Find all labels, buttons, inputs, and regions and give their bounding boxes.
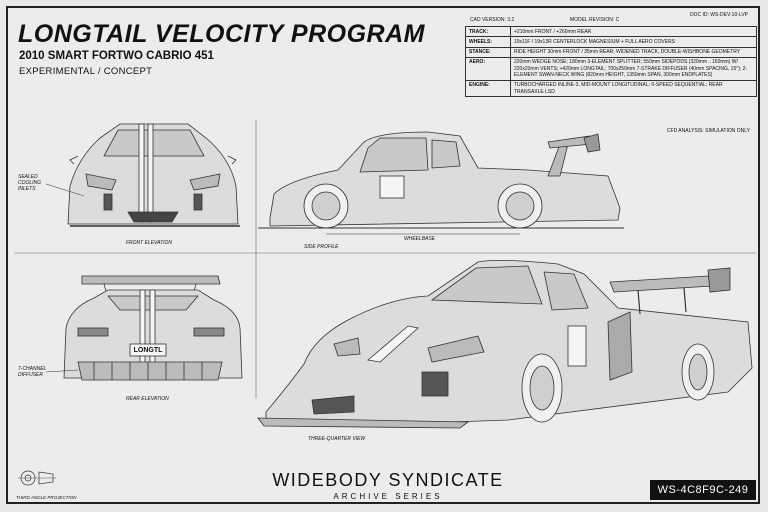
brand-series: ARCHIVE SERIES — [333, 492, 443, 501]
front-elevation-drawing — [45, 123, 240, 227]
wheelbase-label: WHEELBASE — [404, 236, 436, 242]
spec-value: TURBOCHARGED INLINE-3, MID-MOUNT LONGITU… — [510, 79, 757, 98]
page-subtitle: 2010 SMART FORTWO CABRIO 451 — [19, 50, 214, 62]
spec-value: RIDE HEIGHT 30mm FRONT / 35mm REAR; WIDE… — [510, 46, 757, 58]
brand-name: WIDEBODY SYNDICATE — [272, 470, 504, 490]
cfd-note: CFD ANALYSIS: SIMULATION ONLY — [666, 128, 750, 134]
archive-code: WS-4C8F9C-249 — [650, 480, 756, 500]
rear-elevation-caption: REAR ELEVATION — [126, 396, 169, 402]
side-profile-caption: SIDE PROFILE — [304, 244, 339, 250]
front-elevation-caption: FRONT ELEVATION — [126, 240, 173, 246]
projection-symbol — [18, 470, 56, 486]
page-title: LONGTAIL VELOCITY PROGRAM — [18, 20, 425, 48]
cooling-inlets-callout: SEALED COOLING INLETS — [18, 174, 42, 192]
model-revision: MODEL REVISION: C — [570, 17, 620, 23]
three-quarter-drawing — [257, 260, 753, 429]
concept-tag: EXPERIMENTAL / CONCEPT — [19, 66, 153, 77]
license-plate: LONGTL — [133, 347, 163, 354]
three-quarter-caption: THREE-QUARTER VIEW — [308, 436, 366, 442]
blueprint-sheet: LONGTAIL VELOCITY PROGRAM 2010 SMART FOR… — [6, 6, 760, 504]
meta-row: CAD VERSION: 3.2 MODEL REVISION: C — [470, 17, 756, 25]
doc-id: DOC ID: WS-DEV-10-LVP — [690, 12, 748, 18]
side-profile-drawing — [258, 131, 624, 235]
rear-elevation-drawing — [45, 275, 243, 381]
blueprint-drawings — [14, 120, 756, 486]
spec-row: ENGINE:TURBOCHARGED INLINE-3, MID-MOUNT … — [465, 79, 757, 98]
spec-row: STANCE:RIDE HEIGHT 30mm FRONT / 35mm REA… — [465, 46, 757, 58]
diffuser-callout: 7-CHANNEL DIFFUSER — [18, 366, 47, 378]
spec-key: ENGINE: — [465, 79, 511, 98]
spec-value: 220mm WEDGE NOSE; 180mm 3-ELEMENT SPLITT… — [510, 56, 757, 81]
spec-row: AERO:220mm WEDGE NOSE; 180mm 3-ELEMENT S… — [465, 56, 757, 81]
spec-key: AERO: — [465, 56, 511, 81]
projection-label: THIRD ANGLE PROJECTION — [16, 495, 77, 500]
cad-version: CAD VERSION: 3.2 — [470, 17, 515, 23]
spec-table: TRACK:+210mm FRONT / +260mm REAR WHEELS:… — [465, 25, 757, 98]
